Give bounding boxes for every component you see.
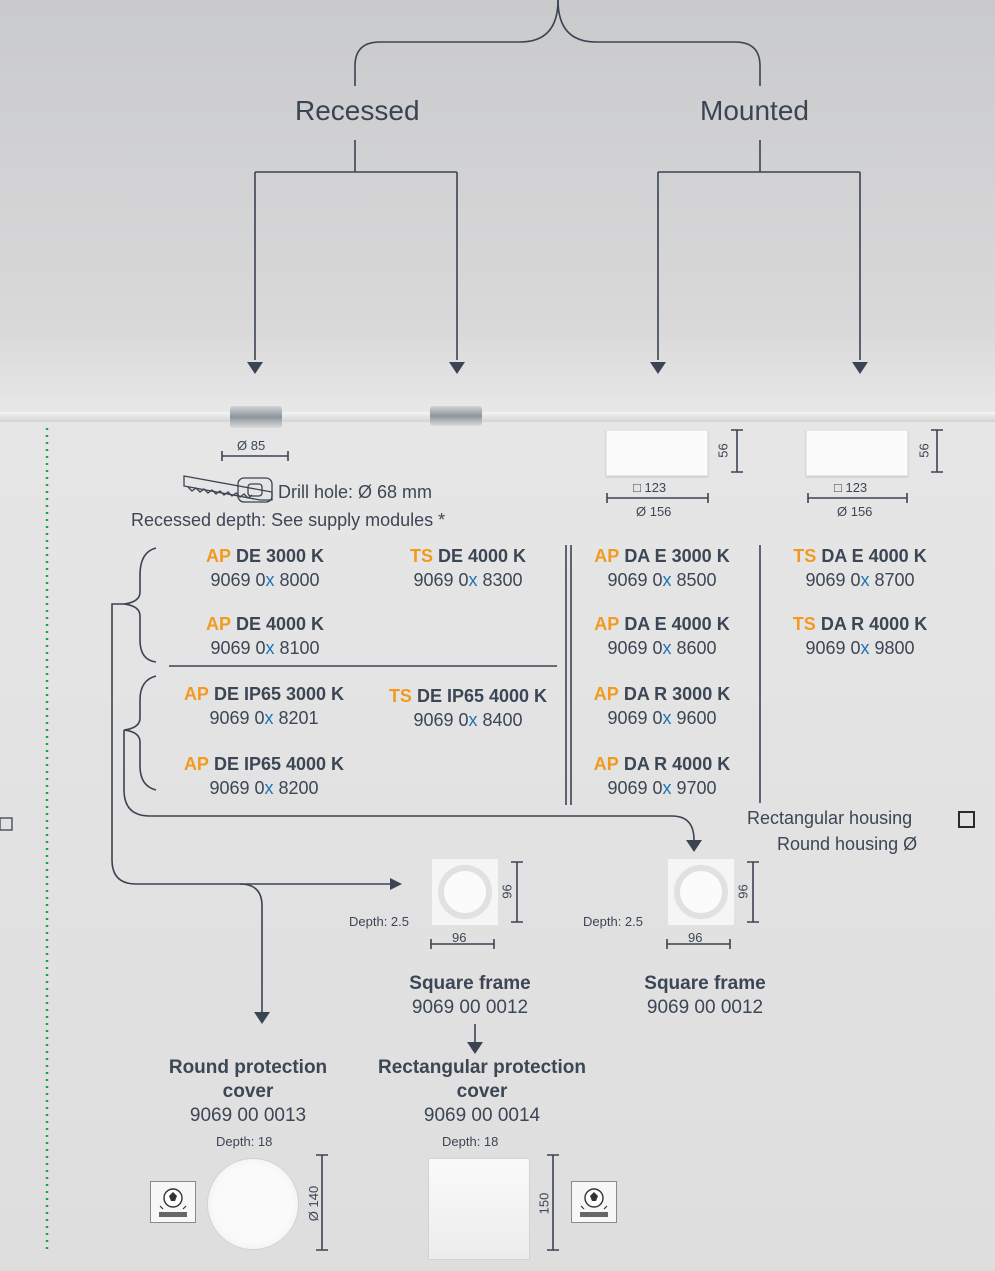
impact-resistance-icon (150, 1181, 196, 1223)
product-item: AP DA R 4000 K 9069 0x 9700 (593, 754, 731, 798)
recessed-diameter: Ø 85 (237, 438, 266, 453)
product-item: AP DE 3000 K 9069 0x 8000 (205, 546, 325, 590)
rect-cover-depth: Depth: 18 (442, 1134, 499, 1149)
square-frame-image (431, 858, 499, 926)
mounted-fixture-rect-image-2 (806, 430, 908, 476)
mounted-height-2: 56 (916, 443, 932, 458)
product-item: AP DA E 3000 K 9069 0x 8500 (594, 546, 730, 590)
recessed-depth-note: Recessed depth: See supply modules * (131, 510, 446, 530)
product-item: TS DA E 4000 K 9069 0x 8700 (793, 546, 927, 590)
brace-left-arm (354, 0, 559, 86)
mounted-diameter-2: Ø 156 (837, 504, 873, 519)
product-item: AP DE IP65 4000 K 9069 0x 8200 (183, 754, 345, 798)
recessed-fixture-image (230, 406, 282, 428)
rect-housing-icon (958, 811, 975, 828)
square-frame-image-2 (667, 858, 735, 926)
product-item: AP DE 4000 K 9069 0x 8100 (205, 614, 325, 658)
frame-width: 96 (452, 930, 467, 945)
recessed-fixture-image-2 (430, 406, 482, 426)
mounted-square-size: □ 123 (633, 480, 667, 495)
impact-resistance-icon-2 (571, 1181, 617, 1223)
mounted-height: 56 (715, 443, 731, 458)
product-item: AP DA E 4000 K 9069 0x 8600 (594, 614, 730, 658)
mounted-square-size-2: □ 123 (834, 480, 868, 495)
product-item: AP DA R 3000 K 9069 0x 9600 (593, 684, 731, 728)
ceiling-edge (0, 412, 995, 422)
legend-round-housing: Round housing Ø (777, 834, 918, 854)
legend-rect-housing: Rectangular housing (747, 808, 913, 828)
brace-right-arm (557, 0, 761, 86)
mounted-diameter: Ø 156 (636, 504, 672, 519)
frame-width-2: 96 (688, 930, 703, 945)
product-item: TS DA R 4000 K 9069 0x 9800 (792, 614, 928, 658)
frame-height: 96 (499, 884, 515, 899)
drill-hole-label: Drill hole: Ø 68 mm (278, 482, 433, 502)
mounted-fixture-rect-image (606, 430, 708, 476)
recessed-label: Recessed (295, 95, 420, 126)
left-margin-square-icon (0, 817, 13, 831)
round-cover-depth: Depth: 18 (216, 1134, 273, 1149)
rect-cover-size: 150 (536, 1192, 552, 1215)
frame-depth: Depth: 2.5 (349, 914, 409, 929)
product-item: AP DE IP65 3000 K 9069 0x 8201 (183, 684, 345, 728)
saw-icon (183, 475, 273, 503)
product-item: TS DE 4000 K 9069 0x 8300 (409, 546, 527, 590)
round-protection-cover-image (207, 1158, 299, 1250)
frame-height-2: 96 (735, 884, 751, 899)
frame-depth-2: Depth: 2.5 (583, 914, 643, 929)
product-item: TS DE IP65 4000 K 9069 0x 8400 (388, 686, 548, 730)
round-cover-size: Ø 140 (306, 1185, 322, 1222)
mounted-label: Mounted (700, 95, 809, 126)
rect-protection-cover-image (428, 1158, 530, 1260)
